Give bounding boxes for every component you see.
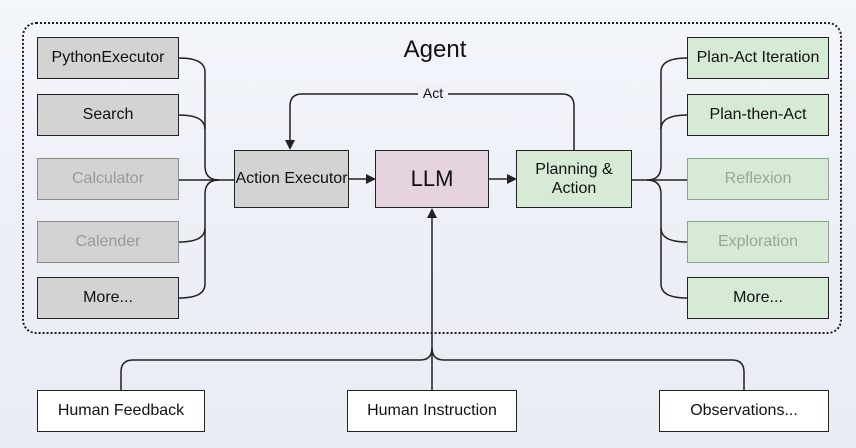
- tool-calculator: Calculator: [37, 158, 179, 200]
- tool-connector-4: [178, 227, 206, 243]
- tool-connector-1: [178, 57, 220, 181]
- observations-connector: [431, 347, 745, 390]
- plan-connector-5: [646, 179, 688, 299]
- plan-act-iteration: Plan-Act Iteration: [687, 37, 829, 79]
- planning-action-box: Planning & Action: [516, 150, 632, 208]
- human-feedback-box: Human Feedback: [37, 390, 205, 432]
- tool-connector-5: [178, 179, 220, 299]
- observations-box: Observations...: [659, 390, 829, 432]
- feedback-connector: [120, 347, 433, 390]
- plan-then-act: Plan-then-Act: [687, 94, 829, 136]
- plan-connector-2: [660, 114, 688, 130]
- plan-connector-4: [660, 227, 688, 243]
- act-label: Act: [418, 85, 448, 101]
- agent-title: Agent: [403, 36, 467, 63]
- tool-search: Search: [37, 94, 179, 136]
- plan-more: More...: [687, 277, 829, 319]
- tool-python-executor: PythonExecutor: [37, 37, 179, 79]
- plan-reflexion: Reflexion: [687, 158, 829, 200]
- tool-connector-2: [178, 114, 206, 130]
- act-feedback-arrow: [285, 93, 575, 150]
- llm-box: LLM: [375, 150, 489, 208]
- tool-more: More...: [37, 277, 179, 319]
- plan-connector-1: [646, 57, 688, 181]
- human-instruction-box: Human Instruction: [347, 390, 517, 432]
- plan-exploration: Exploration: [687, 221, 829, 263]
- action-executor-box: Action Executor: [234, 150, 349, 208]
- tool-calender: Calender: [37, 221, 179, 263]
